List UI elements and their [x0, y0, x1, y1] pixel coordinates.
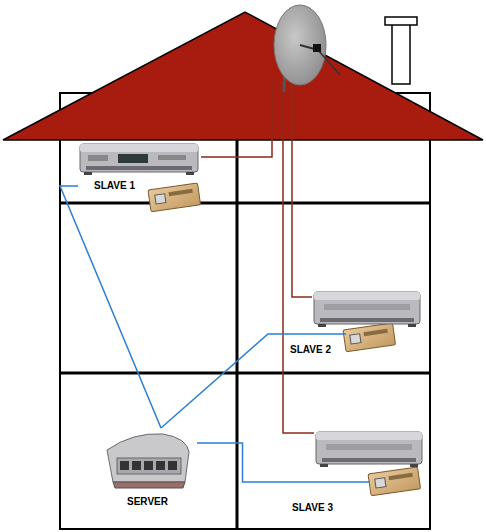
- receiver-unit: SERVER: [103, 428, 197, 510]
- server-device: [103, 428, 193, 490]
- receiver-device: [78, 140, 200, 176]
- receiver-unit: SLAVE 1: [78, 140, 202, 194]
- receiver-device: [312, 288, 422, 328]
- node-label: SLAVE 1: [94, 180, 135, 192]
- floor: [60, 202, 430, 205]
- node-label: SERVER: [127, 496, 168, 508]
- wall: [236, 93, 239, 529]
- roof: [3, 12, 483, 140]
- network-cable: [60, 186, 161, 428]
- chimney-cap: [385, 17, 417, 25]
- coax-cable: [201, 82, 314, 433]
- node-label: SLAVE 2: [290, 344, 331, 356]
- node-label: SLAVE 3: [292, 502, 333, 514]
- network-cable: [197, 443, 288, 482]
- chimney: [392, 24, 410, 84]
- receiver-device: [314, 428, 424, 468]
- house-wall: [60, 93, 430, 529]
- receiver-unit: SLAVE 3: [288, 428, 428, 516]
- floor: [60, 372, 430, 375]
- smart-card: [148, 183, 421, 496]
- receiver-unit: SLAVE 2: [286, 288, 426, 358]
- network-cable: [161, 334, 286, 428]
- satellite-dish: [274, 5, 340, 92]
